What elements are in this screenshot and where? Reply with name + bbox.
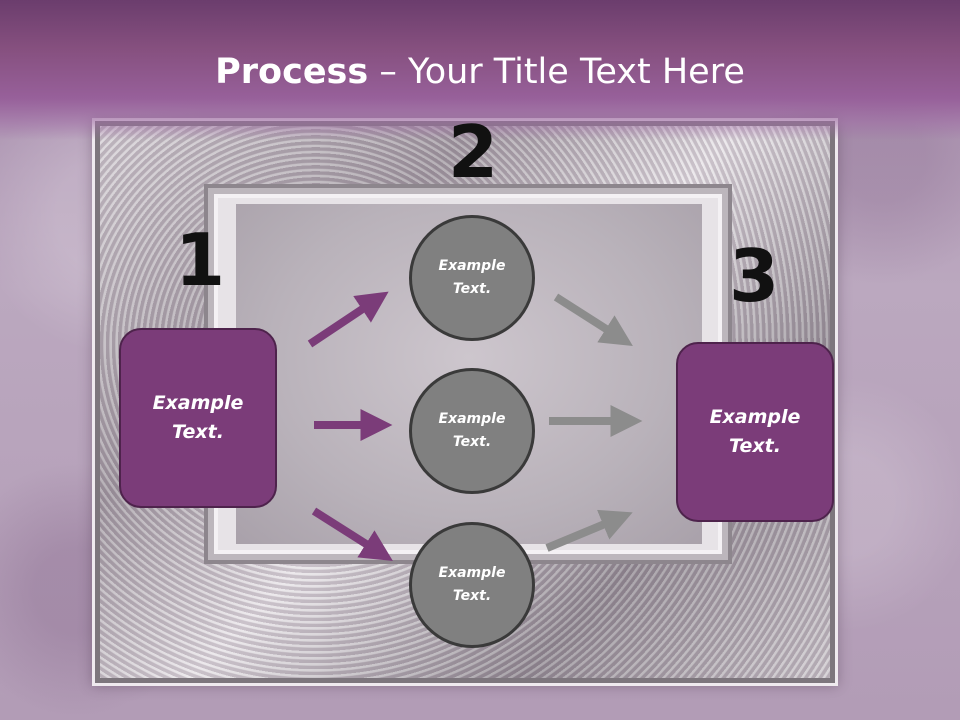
circle-top[interactable]: Example Text.	[409, 215, 535, 341]
step-number-1: 1	[174, 218, 226, 302]
circle-bottom-text: Example Text.	[438, 565, 506, 604]
step-number-3: 3	[728, 234, 780, 318]
title-rest-part: – Your Title Text Here	[368, 52, 745, 92]
arrow-left-to-bottom	[311, 507, 393, 561]
arrow-bottom-to-right	[545, 509, 633, 552]
left-process-box[interactable]: Example Text.	[119, 328, 277, 508]
circle-bottom[interactable]: Example Text.	[409, 522, 535, 648]
circle-middle[interactable]: Example Text.	[409, 368, 535, 494]
arrow-top-to-right	[553, 293, 633, 347]
right-box-text: Example Text.	[709, 406, 801, 457]
right-process-box[interactable]: Example Text.	[676, 342, 834, 522]
circle-middle-text: Example Text.	[438, 411, 506, 450]
circle-top-text: Example Text.	[438, 258, 506, 297]
title-bold-part: Process	[215, 52, 369, 92]
title-bar	[0, 0, 960, 140]
step-number-2: 2	[447, 110, 499, 194]
slide-title[interactable]: Process – Your Title Text Here	[0, 52, 960, 92]
left-box-text: Example Text.	[152, 392, 244, 443]
arrow-left-to-top	[307, 291, 389, 348]
